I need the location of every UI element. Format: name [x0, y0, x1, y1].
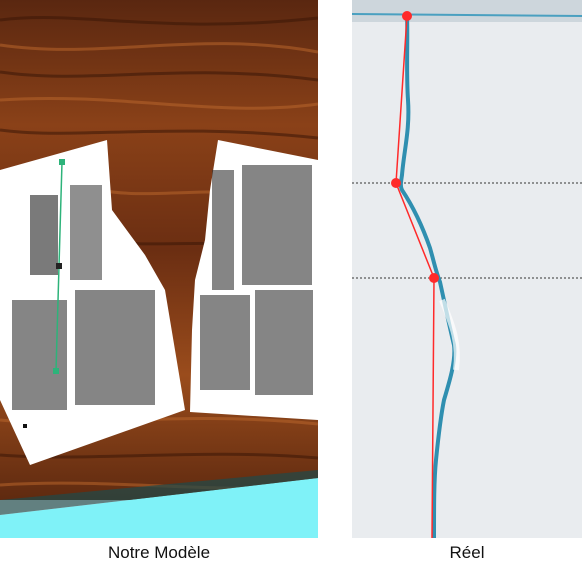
caption-model: Notre Modèle: [107, 543, 211, 562]
caption-real: Réel: [449, 543, 485, 562]
model-render-image: [0, 0, 318, 538]
photo-shadow-strip: [352, 0, 582, 22]
table-edge-shadow: [0, 470, 318, 515]
text-blocks-right: [200, 165, 313, 395]
model-control-point-middle: [56, 263, 62, 269]
real-tear-edge: [398, 15, 457, 538]
model-control-point-top: [59, 159, 65, 165]
floor-area: [0, 478, 318, 538]
real-fit-point-middle: [391, 178, 401, 188]
real-photo-panel: [352, 0, 582, 538]
model-marker-small: [23, 424, 27, 428]
model-render-panel: [0, 0, 318, 538]
real-photo-image: [352, 0, 582, 538]
photo-top-edge: [352, 13, 582, 17]
real-fit-point-top: [402, 11, 412, 21]
photo-background: [352, 0, 582, 538]
real-fit-point-lower: [429, 273, 439, 283]
real-tear-fray: [439, 298, 460, 371]
model-control-point-bottom: [53, 368, 59, 374]
real-fit-line: [395, 15, 435, 538]
